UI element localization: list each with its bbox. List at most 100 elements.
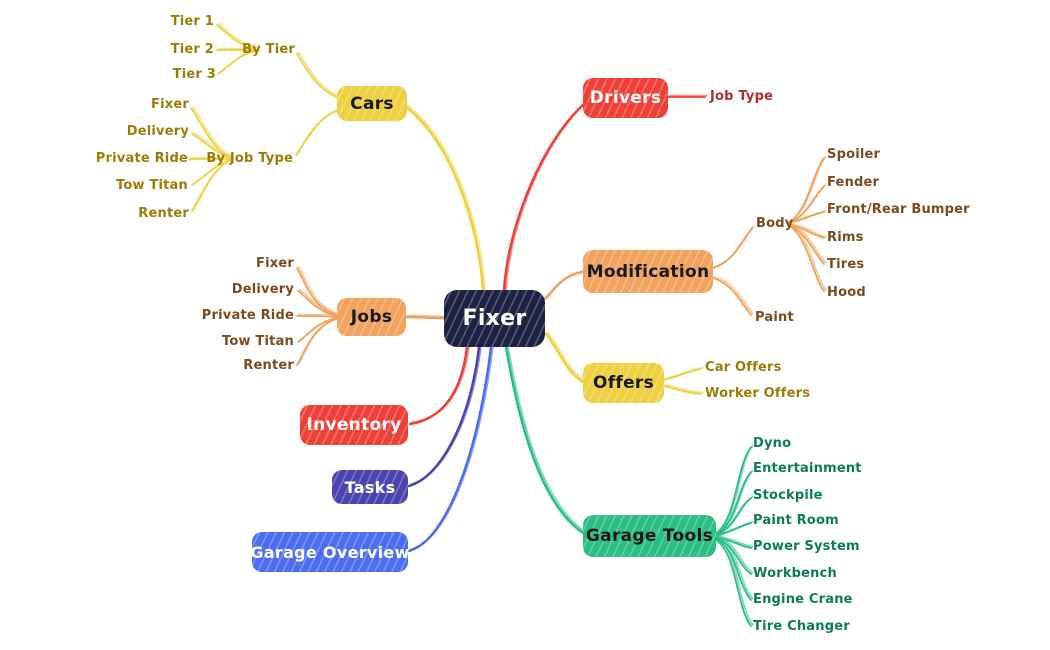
edge-body-hood [789,223,827,291]
node-root-label: Fixer [462,306,527,331]
node-cars[interactable]: Cars [337,86,407,121]
edge-body-tires [788,225,825,265]
node-modification[interactable]: Modification [583,250,713,293]
edge-root-garage-overview [409,344,494,551]
node-car-offers[interactable]: Car Offers [705,360,782,375]
edge-root-modification [543,270,585,301]
edge-root-cars [406,104,486,290]
node-tasks[interactable]: Tasks [332,470,408,504]
node-power-system[interactable]: Power System [753,539,860,554]
edge-body-rims [789,222,827,238]
node-tier-2[interactable]: Tier 2 [170,42,214,57]
node-front-rear-bumper[interactable]: Front/Rear Bumper [827,202,970,217]
node-tire-changer[interactable]: Tire Changer [753,619,850,634]
edge-garage-tools-entertainment [715,471,752,535]
node-offers-label: Offers [592,373,655,393]
node-jobs-renter[interactable]: Renter [243,358,294,373]
edge-garage-tools-dyno [715,446,752,534]
edge-garage-tools-tire-changer [716,537,754,626]
edge-offers-car-offers [663,368,702,381]
node-hood[interactable]: Hood [827,285,866,300]
edge-cars-by-tier [297,51,340,97]
edge-cars-by-job-type [296,108,340,155]
node-modification-label: Modification [586,261,710,282]
edge-jobs-renter [297,316,340,365]
node-fender[interactable]: Fender [827,175,880,190]
node-garage-tools-label: Garage Tools [585,526,714,546]
node-cars-label: Cars [350,93,394,114]
node-by-job-type[interactable]: By Job Type [206,151,293,166]
node-drivers-label: Drivers [589,88,662,108]
node-body[interactable]: Body [756,216,794,231]
edge-root-garage-tools [504,345,585,535]
edge-body-tires [789,223,827,264]
edge-root-garage-tools [506,344,586,533]
node-garage-overview-label: Garage Overview [250,542,410,562]
edge-garage-tools-workbench [715,537,752,575]
node-stockpile[interactable]: Stockpile [753,488,823,503]
edge-modification-paint [712,277,752,316]
edge-jobs-private-ride [296,315,338,318]
node-worker-offers[interactable]: Worker Offers [705,386,811,401]
edge-body-spoiler [788,157,825,223]
node-by-tier[interactable]: By Tier [242,42,295,57]
node-engine-crane[interactable]: Engine Crane [753,592,853,607]
node-dyno[interactable]: Dyno [753,436,792,451]
edge-jobs-fixer [296,267,338,316]
edge-garage-tools-workbench [716,535,754,574]
node-jobs[interactable]: Jobs [337,298,406,336]
edge-garage-tools-tire-changer [715,539,752,627]
node-entertainment[interactable]: Entertainment [753,461,862,476]
node-rims[interactable]: Rims [827,230,864,245]
node-job-type[interactable]: Job Type [710,89,774,104]
edge-jobs-delivery [297,290,338,317]
edge-offers-car-offers [664,366,704,380]
edge-offers-worker-offers [664,383,704,394]
edge-garage-tools-entertainment [716,469,754,534]
node-offers[interactable]: Offers [583,363,664,403]
edge-garage-tools-paint-room [716,520,754,536]
node-jobs-delivery[interactable]: Delivery [231,282,294,297]
node-tier-3[interactable]: Tier 3 [172,67,216,82]
edge-jobs-tow-titan [298,315,340,342]
node-paint[interactable]: Paint [755,310,794,325]
node-jobs-fixer[interactable]: Fixer [256,256,294,271]
node-cars-delivery[interactable]: Delivery [126,124,189,139]
edge-body-rims [788,224,825,239]
edge-body-bumper [788,211,825,224]
edge-root-drivers [502,102,586,292]
edge-root-tasks [409,344,482,486]
edge-garage-tools-stockpile [715,497,752,536]
node-spoiler[interactable]: Spoiler [827,147,881,162]
edge-root-inventory [408,345,469,426]
node-inventory[interactable]: Inventory [300,405,408,445]
node-jobs-tow-titan[interactable]: Tow Titan [222,334,294,349]
edge-garage-tools-power-system [715,536,752,549]
edge-garage-tools-dyno [716,444,754,533]
edge-jobs-fixer [297,265,340,315]
node-inventory-label: Inventory [306,415,402,435]
edge-root-inventory [410,344,470,424]
node-cars-private-ride[interactable]: Private Ride [95,151,188,166]
edge-by-job-type-renter [191,159,232,212]
node-root-fixer[interactable]: Fixer [444,290,545,347]
edge-body-hood [788,225,825,292]
node-workbench[interactable]: Workbench [753,566,838,581]
node-garage-overview[interactable]: Garage Overview [250,532,410,572]
node-tires[interactable]: Tires [827,257,865,272]
edge-garage-tools-engine-crane [716,536,754,600]
node-paint-room[interactable]: Paint Room [753,513,839,528]
node-cars-fixer[interactable]: Fixer [151,97,189,112]
edge-body-fender [788,185,825,224]
edge-root-offers [546,331,586,382]
edge-modification-body [712,227,753,269]
edge-by-job-type-fixer [191,105,234,158]
node-cars-renter[interactable]: Renter [138,206,189,221]
node-tier-1[interactable]: Tier 1 [170,14,214,29]
node-drivers[interactable]: Drivers [583,78,668,118]
edge-root-offers [544,332,585,384]
node-cars-tow-titan[interactable]: Tow Titan [116,178,188,193]
node-jobs-private-ride[interactable]: Private Ride [201,308,294,323]
node-garage-tools[interactable]: Garage Tools [583,515,716,557]
